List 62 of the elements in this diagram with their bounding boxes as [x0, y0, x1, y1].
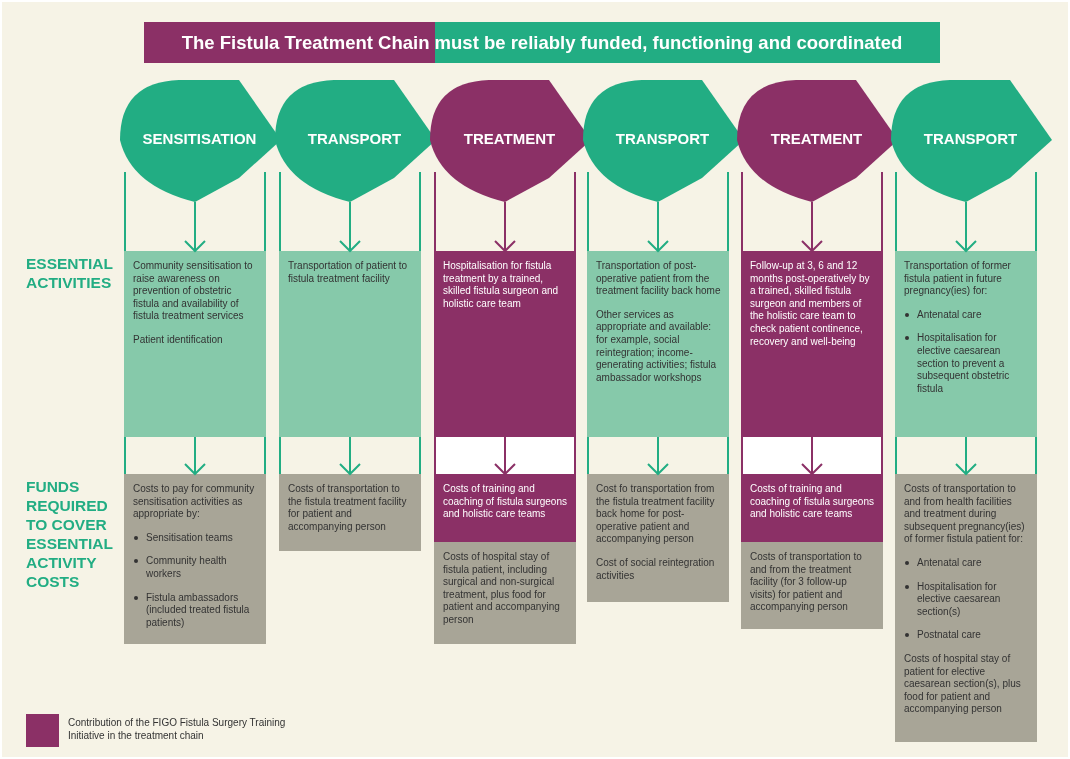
title-banner: The Fistula Treatment Chain must be reliably funded, functioning and coordinated	[144, 22, 940, 63]
bullet-item: Community health workers	[146, 555, 227, 579]
body-text: Costs of hospital stay of patient for elective caesarean section(s), plus food for patient and accompanying person	[904, 652, 1022, 716]
cost-panel	[587, 474, 729, 602]
body-text: Costs of training and coaching of fistula surgeons and holistic care teams	[750, 483, 875, 521]
stage-heading: SENSITISATION	[141, 130, 258, 148]
bullet-item: Hospitalisation for elective caesarean section to prevent a subsequent obstetric fistula	[917, 332, 1010, 394]
cost-panel	[895, 474, 1037, 742]
activity-panel	[895, 251, 1037, 437]
body-text: Costs of transportation to and from the treatment facility (for 3 follow-up visits) for patient and accompanying person	[750, 551, 863, 614]
stage-heading: TREATMENT	[462, 130, 557, 148]
activity-panel	[434, 251, 576, 437]
cost-panel	[124, 474, 266, 644]
bullet-item: Antenatal care	[917, 308, 982, 320]
arrow	[494, 201, 516, 252]
body-text: Transportation of patient to fistula treatment facility	[288, 260, 409, 286]
row-heading: ESSENTIAL ACTIVITIES	[26, 254, 114, 292]
body-text: Community sensitisation to raise awareness on prevention of obstetric fistula and availability of fistula treatment services	[133, 260, 254, 323]
body-text: Cost of social reintegration activities	[596, 556, 716, 583]
arrow	[955, 436, 977, 475]
body-text: Follow-up at 3, 6 and 12 months post-operatively by a trained, skilled fistula surgeon and members of the holistic care team to check patient continence, recovery and well-being	[750, 260, 871, 349]
activity-panel	[279, 251, 421, 437]
arrow	[339, 436, 361, 475]
arrow	[801, 201, 823, 252]
cost-panel	[741, 474, 883, 542]
arrow	[647, 436, 669, 475]
activity-panel	[741, 251, 883, 437]
body-text: Other services as appropriate and available: for example, social reintegration; income-generating activities; fistula ambassador workshops	[596, 308, 718, 385]
body-text: Hospitalisation for fistula treatment by a trained, skilled fistula surgeon and holistic care team	[443, 260, 560, 311]
cost-panel	[741, 542, 883, 629]
arrow	[801, 436, 823, 475]
bullet-item: Fistula ambassadors (included treated fistula patients)	[146, 591, 250, 628]
row-heading: FUNDS REQUIRED TO COVER ESSENTIAL ACTIVITY COSTS	[26, 477, 114, 591]
arrow	[647, 201, 669, 252]
activity-panel	[587, 251, 729, 437]
cost-panel	[279, 474, 421, 551]
bullet-item: Postnatal care	[917, 629, 981, 641]
body-text: Transportation of former fistula patient in future pregnancy(ies) for:	[904, 260, 1012, 298]
body-text: Costs to pay for community sensitisation activities as appropriate by:	[133, 483, 256, 521]
arrow	[494, 436, 516, 475]
body-text: Costs of training and coaching of fistula surgeons and holistic care teams	[443, 483, 568, 521]
stage-heading: TRANSPORT	[306, 130, 403, 148]
body-text: Cost fo transportation from the fistula treatment facility back home for post-operative patient and accompanying person	[596, 483, 716, 546]
body-text: Costs of hospital stay of fistula patient, including surgical and non-surgical treatment, plus food for patient and accompanying person	[443, 551, 561, 627]
cost-panel	[434, 474, 576, 542]
body-text: Costs of transportation to and from health facilities and treatment during subsequent pregnancy(ies) of former fistula patient for:	[904, 483, 1026, 546]
arrow	[184, 201, 206, 252]
stage-heading: TRANSPORT	[614, 130, 711, 148]
body-text: Costs of transportation to the fistula treatment facility for patient and accompanying person	[288, 483, 408, 534]
stage-heading: TRANSPORT	[922, 130, 1019, 148]
arrow	[955, 201, 977, 252]
bullet-item: Hospitalisation for elective caesarean section(s)	[917, 580, 1001, 617]
stage-heading: TREATMENT	[769, 130, 864, 148]
activity-panel	[124, 251, 266, 437]
bullet-item: Sensitisation teams	[146, 531, 233, 543]
body-text: Patient identification	[133, 333, 224, 347]
arrow	[339, 201, 361, 252]
legend-text: Contribution of the FIGO Fistula Surgery Training Initiative in the treatment chain	[68, 716, 287, 742]
arrow	[184, 436, 206, 475]
cost-panel	[434, 542, 576, 644]
body-text: Transportation of post-operative patient from the treatment facility back home	[596, 260, 721, 298]
bullet-item: Antenatal care	[917, 556, 982, 568]
